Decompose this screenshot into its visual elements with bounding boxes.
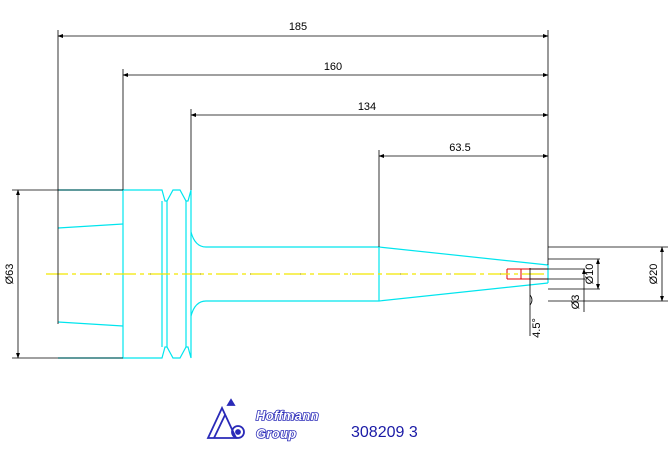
dim-angle: 4.5° — [531, 318, 543, 338]
hoffmann-logo: Hoffmann Group — [206, 398, 319, 442]
dimension-lines — [12, 30, 668, 359]
dim-d20: Ø20 — [648, 264, 660, 285]
dim-d10: Ø10 — [584, 264, 596, 285]
dim-d63: Ø63 — [4, 264, 16, 285]
logo-line-2: Group — [256, 426, 297, 441]
shank-inner-taper-bottom — [57, 321, 124, 327]
dim-63-5: 63.5 — [449, 142, 470, 154]
logo-line-1: Hoffmann — [256, 408, 319, 423]
dim-d3: Ø3 — [570, 295, 582, 310]
dim-160: 160 — [324, 61, 342, 73]
dim-134: 134 — [358, 101, 376, 113]
hoffmann-emblem-icon — [206, 398, 245, 439]
dim-185: 185 — [289, 21, 307, 33]
neck-outline — [190, 231, 549, 317]
part-number: 308209 3 — [351, 424, 418, 441]
shank-inner-taper-top — [57, 223, 124, 229]
